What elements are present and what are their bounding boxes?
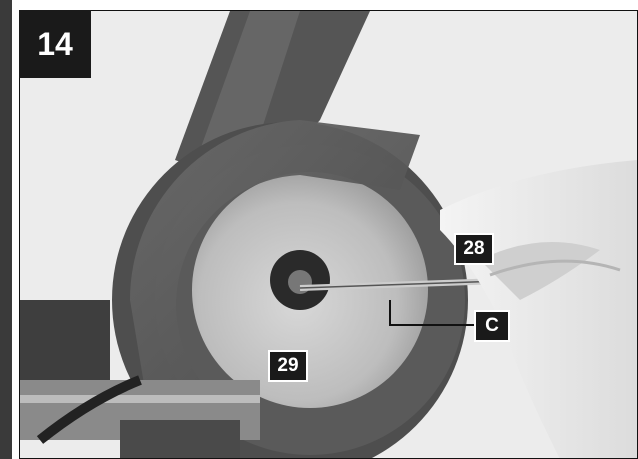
adjacent-figure-edge [0, 0, 12, 459]
callout-29: 29 [268, 350, 308, 382]
step-number-badge: 14 [19, 10, 91, 78]
callout-c: C [474, 310, 510, 342]
callout-28: 28 [454, 233, 494, 265]
